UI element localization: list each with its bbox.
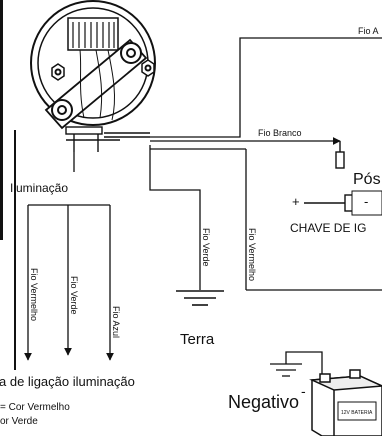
label-iluminacao: Iluminação xyxy=(10,181,68,195)
label-fio-vermelho-ilum: Fio Vermelho xyxy=(29,268,39,321)
battery-label: 12V BATERIA xyxy=(341,410,373,416)
wire-fio-a xyxy=(150,37,382,138)
label-chave-ignicao: CHAVE DE IG xyxy=(290,221,366,235)
label-pos: Pós xyxy=(353,171,381,188)
gauge-body xyxy=(30,0,156,130)
label-minus: - xyxy=(364,194,368,209)
wire-fio-verde-ground xyxy=(149,145,201,290)
label-negativo-sign: - xyxy=(301,383,306,399)
label-plus: + xyxy=(292,194,300,209)
label-terra: Terra xyxy=(180,331,215,348)
label-fio-branco: Fio Branco xyxy=(258,128,302,138)
wire-iluminacao xyxy=(24,152,114,361)
ground-symbol xyxy=(176,290,224,306)
legend-line-2: or Verde xyxy=(0,416,38,427)
label-fio-azul-ilum: Fio Azul xyxy=(111,306,121,338)
label-fio-a: Fio A xyxy=(358,26,379,36)
label-fio-verde-ilum: Fio Verde xyxy=(69,276,79,315)
battery xyxy=(309,369,382,436)
left-frame-bars xyxy=(0,0,16,370)
label-fio-vermelho-right: Fio Vermelho xyxy=(247,228,257,281)
legend-title: a de ligação iluminação xyxy=(0,374,135,389)
label-fio-verde-ground: Fio Verde xyxy=(201,228,211,267)
wire-negativo xyxy=(270,351,323,377)
fuse-connector xyxy=(304,141,382,216)
label-negativo: Negativo xyxy=(228,392,299,412)
legend-line-1: = Cor Vermelho xyxy=(0,402,70,413)
wire-fio-vermelho-right xyxy=(150,148,382,291)
wire-bundle xyxy=(65,126,150,152)
